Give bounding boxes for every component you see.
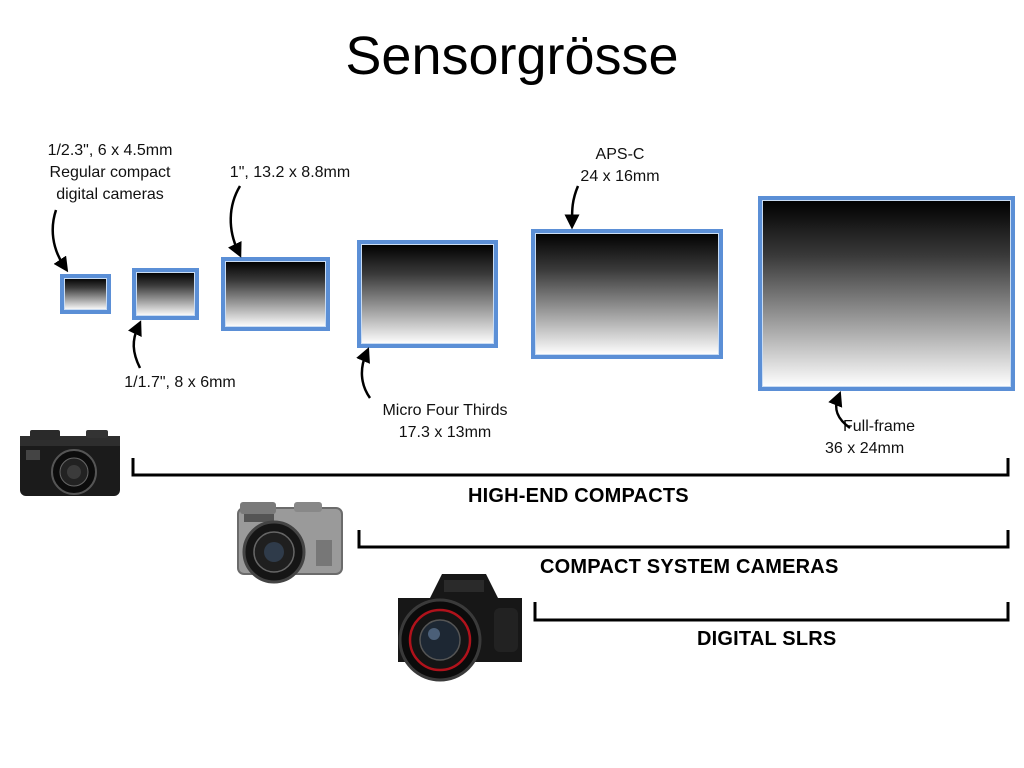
sensor-full-frame: [758, 196, 1015, 391]
label-1-1-7: 1/1.7", 8 x 6mm: [124, 374, 236, 391]
slide-title: Sensorgrösse: [345, 26, 679, 86]
label-1-2-3: 1/2.3", 6 x 4.5mm Regular compact digita…: [47, 142, 173, 203]
sensor-aps-c: [531, 229, 723, 359]
arrow-1-inch-icon: [228, 185, 242, 258]
bracket-digital-slrs: [533, 602, 1010, 622]
arrow-full-frame-icon: [828, 391, 851, 430]
bracket-high-end-compacts: [131, 458, 1010, 477]
sensor-1-2-3: [60, 274, 111, 314]
compact-camera-icon: [20, 430, 120, 496]
label-aps-c: APS-C 24 x 16mm: [580, 146, 660, 185]
sensor-1-inch: [221, 257, 330, 331]
arrow-m43-icon: [356, 347, 372, 399]
category-digital-slrs: DIGITAL SLRS: [697, 628, 837, 650]
bracket-compact-system: [357, 530, 1010, 549]
mirrorless-camera-icon: [237, 502, 343, 584]
label-1-inch: 1", 13.2 x 8.8mm: [229, 164, 351, 181]
sensor-1-1-7: [132, 268, 199, 320]
category-high-end-compacts: HIGH-END COMPACTS: [468, 485, 689, 507]
label-micro-four-thirds: Micro Four Thirds 17.3 x 13mm: [382, 402, 508, 441]
sensor-micro-four-thirds: [357, 240, 498, 348]
arrow-1-2-3-icon: [51, 209, 69, 273]
category-compact-system-cameras: COMPACT SYSTEM CAMERAS: [540, 556, 839, 578]
label-full-frame: Full-frame 36 x 24mm: [825, 418, 916, 457]
dslr-camera-icon: [398, 574, 522, 682]
arrow-1-1-7-icon: [128, 320, 142, 369]
arrow-aps-c-icon: [564, 185, 580, 230]
